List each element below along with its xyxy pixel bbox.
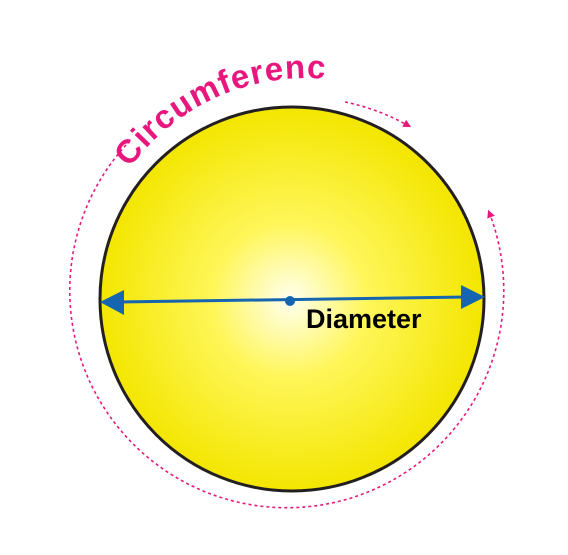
center-point <box>285 296 295 306</box>
diameter-label: Diameter <box>306 304 422 334</box>
diameter-right-arrowhead <box>461 285 485 309</box>
circumference-dashed-path <box>68 144 505 509</box>
diameter-left-arrowhead <box>100 290 124 315</box>
